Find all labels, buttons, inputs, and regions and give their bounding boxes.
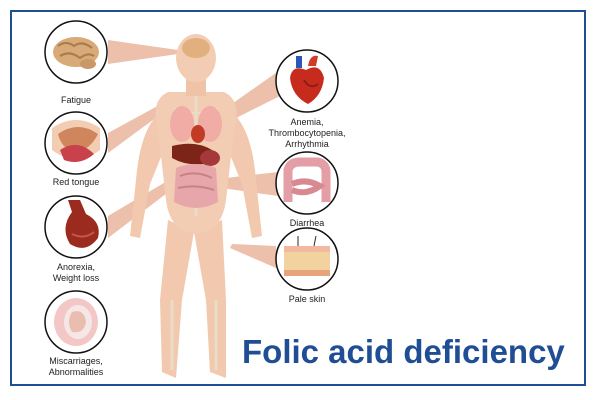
red-tongue-label: Red tongue <box>36 177 116 188</box>
symptom-label-line: Red tongue <box>52 177 100 187</box>
symptom-label-line: Miscarriages, <box>49 356 103 366</box>
symptom-intestine <box>275 151 339 215</box>
symptom-label-line: Thrombocytopenia, <box>268 128 346 138</box>
symptom-label-line: Abnormalities <box>48 367 104 377</box>
anorexia-label: Anorexia,Weight loss <box>26 262 126 284</box>
symptom-label-line: Arrhythmia <box>285 139 329 149</box>
miscarriages-label: Miscarriages,Abnormalities <box>21 356 131 378</box>
symptom-label-line: Anorexia, <box>56 262 96 272</box>
fatigue-label: Fatigue <box>36 95 116 106</box>
brain-icon <box>53 37 99 69</box>
symptom-label-line: Pale skin <box>288 294 326 304</box>
diarrhea-label: Diarrhea <box>262 218 352 229</box>
symptom-skin <box>275 227 339 291</box>
symptom-label-line: Anemia, <box>290 117 324 127</box>
symptom-label-line: Weight loss <box>52 273 100 283</box>
intestine-icon <box>283 157 331 202</box>
symptom-label-line: Fatigue <box>60 95 92 105</box>
anemia-label: Anemia,Thrombocytopenia,Arrhythmia <box>252 117 362 150</box>
heart-icon <box>290 55 324 104</box>
symptom-tongue <box>44 111 108 175</box>
tongue-icon <box>52 120 100 162</box>
pale-skin-label: Pale skin <box>262 294 352 305</box>
symptom-label-line: Diarrhea <box>289 218 325 228</box>
symptom-brain <box>44 20 108 84</box>
stomach-icon <box>65 200 99 248</box>
page-title: Folic acid deficiency <box>242 333 565 370</box>
fetus-icon <box>54 298 98 346</box>
symptom-heart <box>275 49 339 113</box>
connector-pale-skin <box>230 244 276 268</box>
human-figure <box>130 34 262 378</box>
connector-fatigue <box>108 40 178 64</box>
symptom-stomach <box>44 195 108 259</box>
symptom-fetus <box>44 290 108 354</box>
skin-icon <box>284 235 330 276</box>
image-frame <box>10 10 586 386</box>
